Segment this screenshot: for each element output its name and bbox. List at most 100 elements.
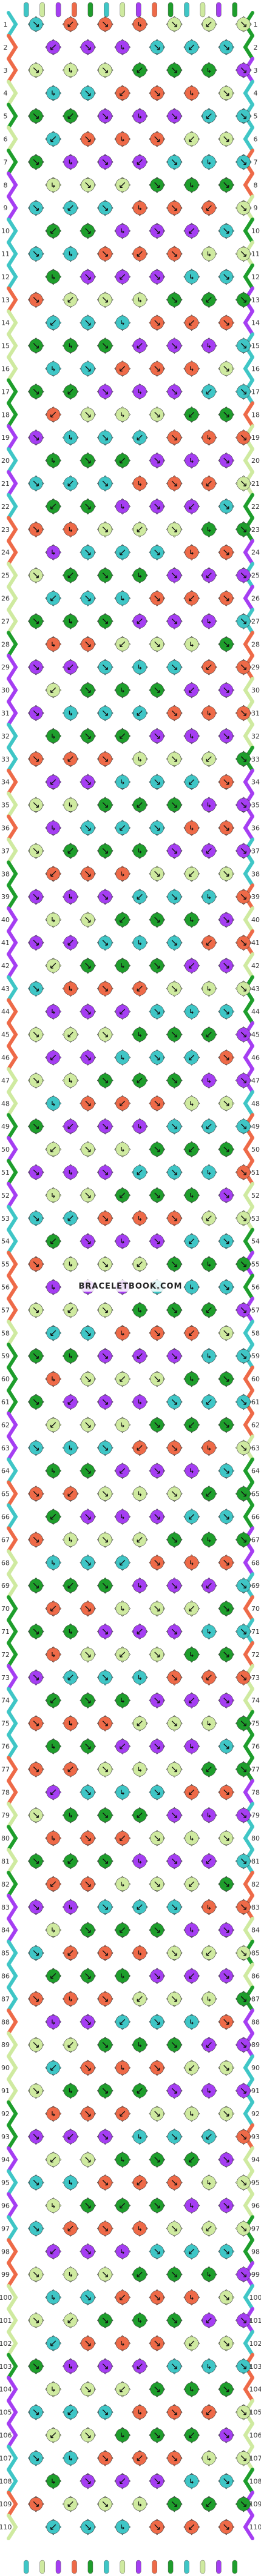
svg-text:↳: ↳ (206, 2179, 212, 2187)
knot: ↳ (62, 245, 79, 262)
edge-strand-left (7, 998, 18, 1025)
svg-text:↳: ↳ (50, 1192, 56, 1200)
row-label-right: 16 (251, 365, 260, 373)
knot: ↳ (200, 2266, 217, 2283)
knot (97, 1761, 114, 1778)
knot (114, 1830, 131, 1847)
knot (149, 1554, 166, 1571)
row-label-right: 83 (251, 1904, 260, 1911)
row-label-left: 49 (1, 1123, 10, 1130)
svg-text:↳: ↳ (50, 2110, 56, 2118)
knot (149, 2243, 166, 2260)
knot (80, 360, 97, 377)
knot (166, 475, 183, 492)
knot: ↳ (200, 980, 217, 997)
row-label-right: 45 (251, 1031, 260, 1039)
knot (166, 1072, 183, 1089)
knot (200, 2128, 217, 2145)
knot: ↳ (131, 475, 148, 492)
knot: ↳ (131, 1026, 148, 1043)
row-label-right: 34 (251, 778, 260, 786)
row-label-right: 81 (251, 1857, 260, 1865)
knot (166, 2082, 183, 2099)
knot (149, 2381, 166, 2398)
edge-strand-left (7, 102, 18, 130)
knot (149, 1324, 166, 1341)
knot: ↳ (45, 1003, 62, 1020)
edge-strand-left (7, 1457, 18, 1484)
svg-text:↳: ↳ (189, 1743, 194, 1751)
knot (235, 1623, 252, 1640)
knot (97, 1899, 114, 1916)
svg-text:↳: ↳ (189, 2294, 194, 2302)
svg-text:↳: ↳ (120, 2523, 125, 2531)
knot (235, 659, 252, 676)
knot (80, 222, 97, 239)
edge-strand-right (243, 79, 254, 107)
knot: ↳ (62, 705, 79, 722)
knot: ↳ (45, 728, 62, 745)
knot (166, 751, 183, 768)
svg-text:↳: ↳ (189, 1559, 194, 1567)
edge-strand-left (7, 1181, 18, 1209)
knot: ↳ (131, 1486, 148, 1502)
row-label-left: 97 (1, 2225, 10, 2232)
knot (200, 2312, 217, 2329)
svg-text:↳: ↳ (137, 2409, 143, 2417)
svg-text:↳: ↳ (68, 1261, 73, 1269)
row-label-right: 54 (251, 1238, 260, 1246)
knot (149, 911, 166, 928)
knot (27, 612, 44, 629)
strand-top (152, 2, 157, 18)
knot (149, 957, 166, 974)
edge-strand-left (7, 378, 18, 405)
knot (80, 2335, 97, 2352)
edge-strand-left (7, 562, 18, 589)
row-label-left: 30 (1, 686, 10, 694)
knot (80, 85, 97, 102)
row-label-right: 61 (251, 1398, 260, 1406)
edge-strand-right (243, 2100, 254, 2127)
knot (27, 1899, 44, 1916)
row-label-left: 65 (1, 1490, 10, 1498)
knot (149, 2472, 166, 2489)
svg-text:↳: ↳ (206, 1904, 212, 1911)
knot (200, 1577, 217, 1594)
knot (27, 980, 44, 997)
row-label-left: 28 (1, 640, 10, 648)
row-label-left: 71 (1, 1628, 10, 1636)
knot: ↳ (183, 176, 200, 193)
knot (183, 2151, 200, 2168)
edge-strand-left (7, 2054, 18, 2082)
knot (97, 2220, 114, 2237)
row-label-left: 43 (1, 985, 10, 993)
edge-strand-right (243, 355, 254, 382)
knot: ↳ (45, 85, 62, 102)
knot (166, 62, 183, 79)
knot (62, 2128, 79, 2145)
row-label-left: 44 (1, 1008, 10, 1016)
knot (235, 842, 252, 859)
knot (27, 16, 44, 33)
edge-strand-right (243, 1090, 254, 1117)
knot (166, 2449, 183, 2466)
knot (27, 2266, 44, 2283)
svg-text:↳: ↳ (68, 158, 73, 166)
row-label-left: 51 (1, 1169, 10, 1177)
edge-strand-right (243, 677, 254, 704)
svg-text:↳: ↳ (68, 434, 73, 442)
svg-text:↳: ↳ (206, 2271, 212, 2279)
knot (27, 1301, 44, 1318)
edge-strand-right (243, 1825, 254, 1852)
svg-text:↳: ↳ (50, 181, 56, 189)
knot (27, 2036, 44, 2053)
knot: ↳ (131, 1669, 148, 1686)
knot (45, 1509, 62, 1525)
knot (235, 2128, 252, 2145)
knot (27, 2174, 44, 2191)
knot (80, 1600, 97, 1617)
svg-text:↳: ↳ (68, 2271, 73, 2279)
knot: ↳ (62, 2266, 79, 2283)
edge-strand-left (7, 1250, 18, 1278)
knot (27, 2404, 44, 2421)
